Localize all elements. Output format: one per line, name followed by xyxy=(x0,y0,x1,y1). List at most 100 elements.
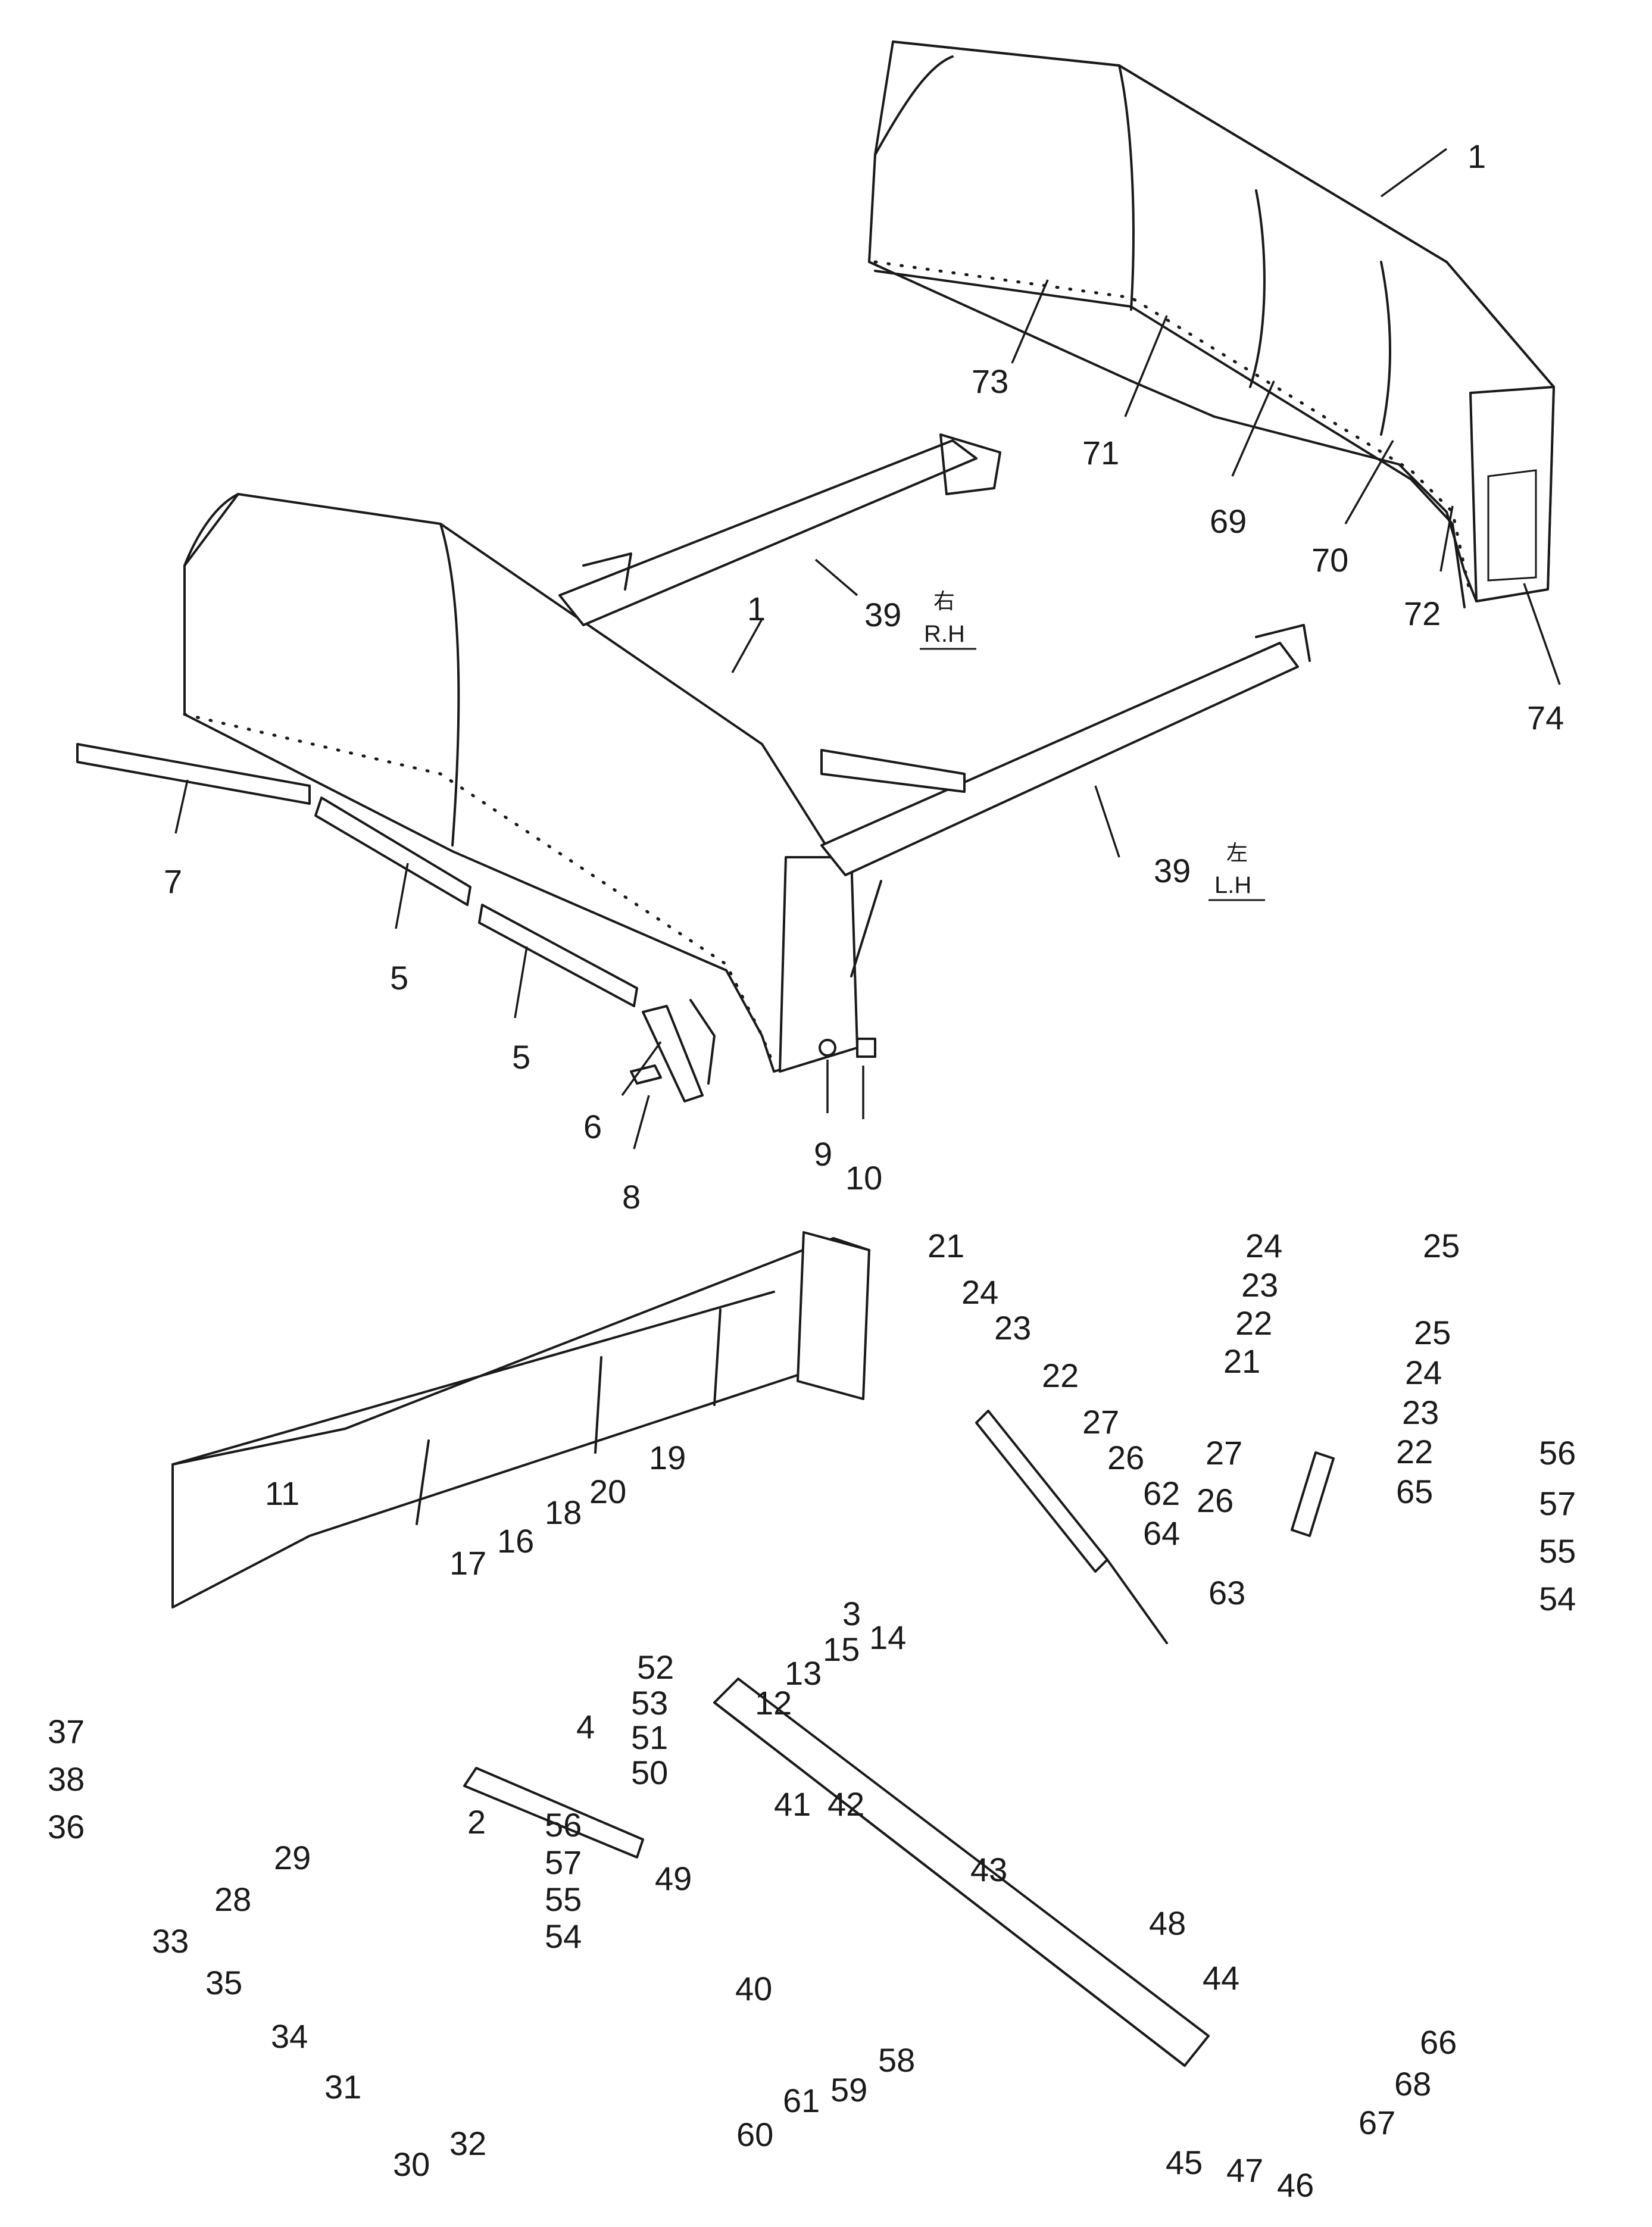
callout-54: 54 xyxy=(1539,1580,1576,1617)
callout-9: 9 xyxy=(814,1135,832,1173)
callout-37: 37 xyxy=(48,1713,85,1750)
callout-74: 74 xyxy=(1527,699,1564,736)
callout-58: 58 xyxy=(878,2041,915,2079)
callout-24: 24 xyxy=(1405,1354,1442,1391)
callout-62: 62 xyxy=(1143,1475,1180,1512)
push-beam xyxy=(713,1678,1210,2067)
callout-labels: 1 1 73 71 69 70 72 74 39 39 7 5 5 6 8 9 … xyxy=(48,138,1576,2204)
callout-26: 26 xyxy=(1197,1482,1233,1519)
cutting-edges xyxy=(76,743,876,1102)
push-arm-lh xyxy=(820,624,1311,977)
callout-36: 36 xyxy=(48,1808,85,1845)
callout-57: 57 xyxy=(545,1844,582,1881)
callout-68: 68 xyxy=(1394,2065,1431,2103)
callout-5: 5 xyxy=(390,959,408,997)
callout-33: 33 xyxy=(152,1922,189,1960)
callout-4: 4 xyxy=(576,1708,595,1745)
callout-53: 53 xyxy=(631,1684,668,1722)
callout-73: 73 xyxy=(972,363,1008,400)
lift-cylinder-lh xyxy=(1291,1451,1335,1537)
callout-35: 35 xyxy=(205,1964,242,2001)
callout-55: 55 xyxy=(545,1881,582,1918)
callout-32: 32 xyxy=(449,2125,486,2162)
callout-44: 44 xyxy=(1203,1959,1239,1997)
callout-63: 63 xyxy=(1208,1574,1245,1611)
callout-14: 14 xyxy=(869,1619,906,1656)
callout-6: 6 xyxy=(583,1108,602,1145)
lh-label: L.H xyxy=(1214,872,1251,898)
lh-kanji: 左 xyxy=(1226,841,1248,866)
leader-lines xyxy=(174,148,1561,1150)
side-notes: 右 R.H 左 L.H xyxy=(920,589,1265,901)
callout-47: 47 xyxy=(1226,2151,1263,2189)
rh-label: R.H xyxy=(924,621,965,647)
callout-1: 1 xyxy=(1467,138,1486,175)
callout-12: 12 xyxy=(755,1684,792,1722)
callout-16: 16 xyxy=(497,1522,534,1560)
callout-42: 42 xyxy=(827,1785,864,1823)
blade-frame-assembly xyxy=(171,1231,870,1608)
callout-27: 27 xyxy=(1206,1434,1242,1472)
callout-17: 17 xyxy=(449,1544,486,1582)
callout-71: 71 xyxy=(1082,434,1119,471)
callout-23: 23 xyxy=(1241,1266,1278,1304)
callout-28: 28 xyxy=(214,1881,251,1918)
callout-31: 31 xyxy=(324,2068,361,2106)
callout-3: 3 xyxy=(842,1595,861,1632)
callout-21: 21 xyxy=(928,1227,964,1264)
callout-59: 59 xyxy=(830,2071,867,2109)
callout-46: 46 xyxy=(1277,2166,1314,2204)
callout-18: 18 xyxy=(545,1494,582,1531)
callout-39: 39 xyxy=(864,596,901,633)
callout-41: 41 xyxy=(774,1785,811,1823)
callout-27: 27 xyxy=(1082,1403,1119,1441)
callout-29: 29 xyxy=(274,1839,311,1876)
callout-48: 48 xyxy=(1149,1904,1186,1942)
callout-24: 24 xyxy=(961,1273,998,1311)
callout-25: 25 xyxy=(1414,1314,1451,1351)
callout-23: 23 xyxy=(994,1309,1031,1347)
blade-rear-view xyxy=(868,40,1555,608)
callout-2: 2 xyxy=(467,1803,486,1841)
callout-39: 39 xyxy=(1154,852,1191,889)
callout-57: 57 xyxy=(1539,1485,1576,1522)
callout-43: 43 xyxy=(970,1851,1007,1888)
callout-22: 22 xyxy=(1396,1433,1433,1470)
callout-66: 66 xyxy=(1420,2023,1457,2061)
callout-54: 54 xyxy=(545,1917,582,1955)
callout-7: 7 xyxy=(164,863,182,900)
blade-front-view xyxy=(183,493,858,1085)
callout-56: 56 xyxy=(545,1806,582,1844)
callout-8: 8 xyxy=(622,1178,641,1216)
callout-1: 1 xyxy=(747,590,766,627)
callout-56: 56 xyxy=(1539,1434,1576,1472)
callout-10: 10 xyxy=(845,1159,882,1197)
callout-15: 15 xyxy=(823,1631,860,1668)
callout-13: 13 xyxy=(785,1654,822,1692)
callout-20: 20 xyxy=(589,1473,626,1510)
callout-65: 65 xyxy=(1396,1473,1433,1510)
callout-52: 52 xyxy=(637,1648,674,1686)
callout-30: 30 xyxy=(393,2145,430,2183)
callout-45: 45 xyxy=(1166,2144,1203,2181)
callout-23: 23 xyxy=(1402,1394,1439,1431)
callout-21: 21 xyxy=(1223,1342,1260,1380)
callout-70: 70 xyxy=(1311,541,1348,579)
callout-24: 24 xyxy=(1245,1227,1282,1264)
callout-38: 38 xyxy=(48,1760,85,1798)
tilt-cylinder xyxy=(463,1767,644,1859)
callout-22: 22 xyxy=(1235,1304,1272,1342)
callout-50: 50 xyxy=(631,1754,668,1791)
callout-26: 26 xyxy=(1107,1439,1144,1476)
callout-22: 22 xyxy=(1042,1357,1079,1394)
push-arm-rh xyxy=(558,433,1001,626)
rh-kanji: 右 xyxy=(933,589,955,614)
callout-49: 49 xyxy=(655,1860,692,1897)
callout-69: 69 xyxy=(1210,502,1247,540)
callout-40: 40 xyxy=(735,1970,772,2007)
lift-cylinder-rh xyxy=(975,1410,1168,1644)
callout-51: 51 xyxy=(631,1719,668,1756)
callout-60: 60 xyxy=(736,2116,773,2153)
callout-55: 55 xyxy=(1539,1532,1576,1570)
